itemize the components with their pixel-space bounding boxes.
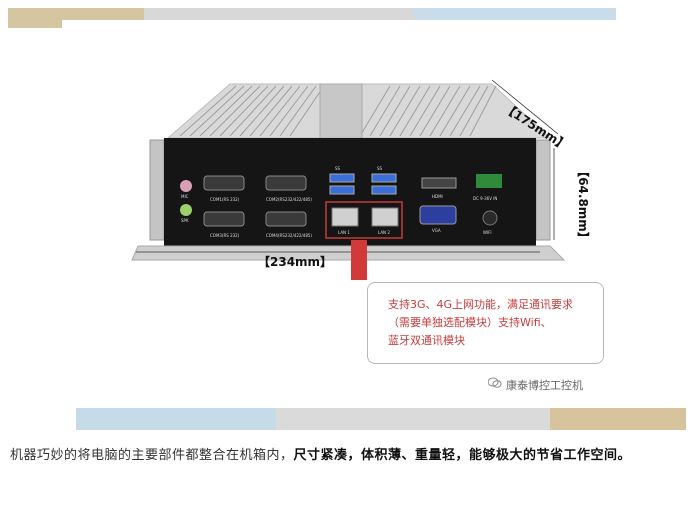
com1-label: COM1(RS 232) (210, 197, 240, 202)
top-bar-gray (144, 8, 414, 20)
lan-highlight-box (325, 201, 403, 239)
usb-ports (329, 173, 397, 195)
feature-callout: 支持3G、4G上网功能，满足通讯要求 （需要单独选配模块）支持Wifi、 蓝牙双… (367, 282, 604, 364)
top-bar-tan (8, 8, 144, 20)
chassis-base (131, 245, 566, 261)
usb-label-1: SS (335, 166, 341, 171)
hdmi-port (421, 177, 457, 189)
top-bar-blue (414, 8, 616, 20)
callout-line-2: （需要单独选配模块）支持Wifi、 (388, 316, 552, 329)
mic-jack (180, 180, 192, 192)
width-dimension-label: 【234mm】 (258, 255, 333, 269)
callout-line-3: 蓝牙双通讯模块 (388, 334, 465, 347)
description-intro: 机器巧妙的将电脑的主要部件都整合在机箱内， (10, 448, 294, 463)
bottom-bar-tan (550, 408, 686, 430)
com3-label: COM3(RS 232) (210, 233, 240, 238)
depth-dimension-line (491, 79, 559, 135)
callout-line-1: 支持3G、4G上网功能，满足通讯要求 (388, 298, 574, 311)
height-dimension-label: 【64.8mm】 (575, 165, 590, 244)
wechat-icon (488, 377, 502, 388)
wifi-label: WIFI (483, 230, 492, 235)
brand-name: 康泰博控工控机 (506, 379, 583, 392)
hdmi-label: HDMI (432, 194, 443, 199)
vga-port (419, 205, 457, 225)
usb-label-2: SS (377, 166, 383, 171)
dc-label: DC 9-36V IN (473, 196, 497, 201)
lan2-label: LAN 2 (378, 230, 390, 235)
top-bar-tan-tab (8, 20, 62, 28)
vga-label: VGA (432, 228, 441, 233)
dc-power-terminal (476, 174, 502, 188)
product-description: 机器巧妙的将电脑的主要部件都整合在机箱内，尺寸紧凑，体积薄、重量轻，能够极大的节… (10, 443, 686, 469)
heatsink-fins (179, 85, 497, 137)
bottom-bar-gray (276, 408, 550, 430)
industrial-pc-illustration: MIC SPK COM1(RS 232) COM2(RS232/422/485)… (131, 79, 566, 280)
wifi-antenna-port (482, 210, 498, 226)
bottom-bar-blue (76, 408, 276, 430)
red-arrow (351, 240, 367, 280)
com4-label: COM4(RS232/422/485) (266, 233, 312, 238)
description-highlight: 尺寸紧凑，体积薄、重量轻，能够极大的节省工作空间。 (293, 448, 632, 463)
lan-ports (331, 207, 399, 227)
com2-label: COM2(RS232/422/485) (266, 197, 312, 202)
spk-label: SPK (181, 218, 189, 223)
spk-jack (180, 204, 192, 216)
lan1-label: LAN 1 (338, 230, 350, 235)
com-ports (203, 175, 307, 227)
mic-label: MIC (181, 194, 189, 199)
heatsink-center-block (319, 83, 363, 139)
